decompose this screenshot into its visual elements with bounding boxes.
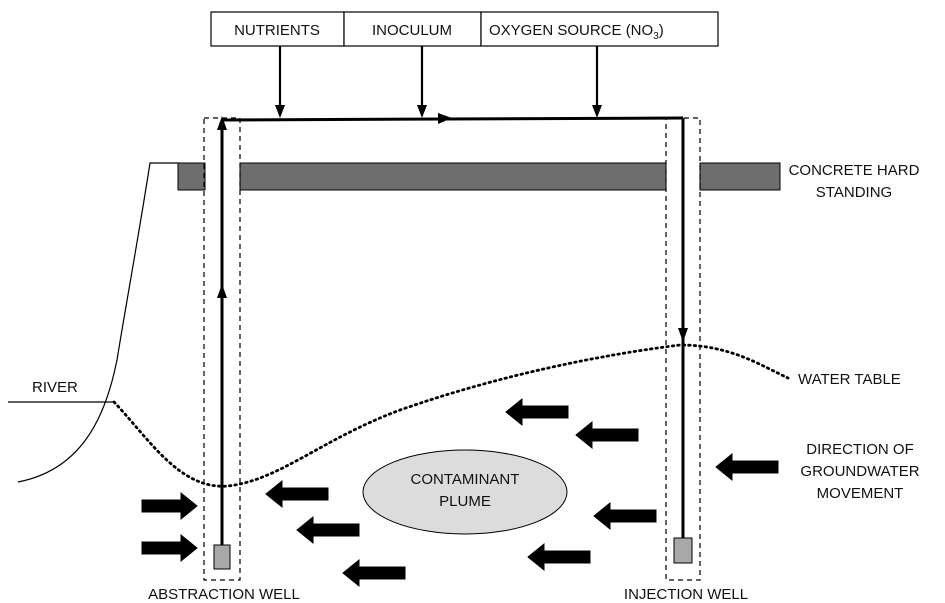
injection-well-label: INJECTION WELL	[624, 586, 748, 603]
input-boxes: NUTRIENTS INOCULUM OXYGEN SOURCE (NO3)	[210, 11, 719, 47]
oxygen-feed-arrowhead	[592, 105, 602, 118]
injection-flow-arrowhead	[678, 328, 688, 342]
contaminant-plume	[362, 449, 568, 535]
abstraction-well-label: ABSTRACTION WELL	[148, 586, 300, 603]
direction-label-line2: GROUNDWATER	[800, 463, 919, 480]
flow-arrow	[715, 452, 779, 482]
riverbank	[8, 162, 178, 483]
plume-label-line2: PLUME	[439, 493, 491, 510]
flow-arrow	[505, 397, 569, 427]
water-table-label: WATER TABLE	[798, 371, 901, 388]
concrete-slab-right	[699, 162, 781, 191]
concrete-slab-middle	[239, 162, 667, 191]
riser-top-arrowhead	[217, 116, 227, 130]
concrete-label-line2: STANDING	[816, 184, 892, 201]
inoculum-feed-arrowhead	[417, 105, 427, 118]
nutrients-feed-arrowhead	[275, 105, 285, 118]
inoculum-box	[343, 11, 482, 47]
riser-flow-arrowhead	[217, 284, 227, 298]
text-labels: CONCRETE HARD STANDING RIVER WATER TABLE…	[32, 162, 920, 603]
inoculum-label: INOCULUM	[372, 22, 452, 39]
concrete-hard-standing	[177, 162, 781, 191]
nutrients-box	[210, 11, 345, 47]
direction-label-line1: DIRECTION OF	[806, 441, 914, 458]
concrete-slab-left	[177, 162, 206, 191]
oxygen-source-box	[480, 11, 719, 47]
abstraction-well-screen	[213, 544, 231, 570]
concrete-label-line1: CONCRETE HARD	[789, 162, 920, 179]
groundwater-flow-arrows	[265, 397, 779, 588]
direction-label-line3: MOVEMENT	[817, 485, 904, 502]
top-transfer-pipe	[221, 116, 684, 122]
plume-label-line1: CONTAMINANT	[411, 471, 520, 488]
oxygen-source-label: OXYGEN SOURCE (NO3)	[489, 22, 664, 42]
feed-arrows	[275, 46, 602, 118]
injection-well-casing	[665, 117, 701, 581]
flow-arrowheads	[217, 113, 688, 342]
injection-well-screen	[673, 537, 693, 564]
inflow-arrow	[141, 533, 198, 563]
flow-arrow	[296, 515, 360, 545]
flow-arrow	[593, 501, 657, 531]
inflow-arrow	[141, 491, 198, 521]
flow-arrow	[265, 479, 329, 509]
top-pipe-flow-arrowhead	[438, 113, 452, 124]
river-label: RIVER	[32, 379, 78, 396]
flow-arrow	[575, 420, 639, 450]
nutrients-label: NUTRIENTS	[234, 22, 320, 39]
inflow-arrows	[141, 491, 198, 563]
riverbank-slope-line	[17, 162, 178, 483]
flow-arrow	[527, 542, 591, 572]
flow-arrow	[342, 558, 406, 588]
water-table-line	[112, 343, 790, 488]
